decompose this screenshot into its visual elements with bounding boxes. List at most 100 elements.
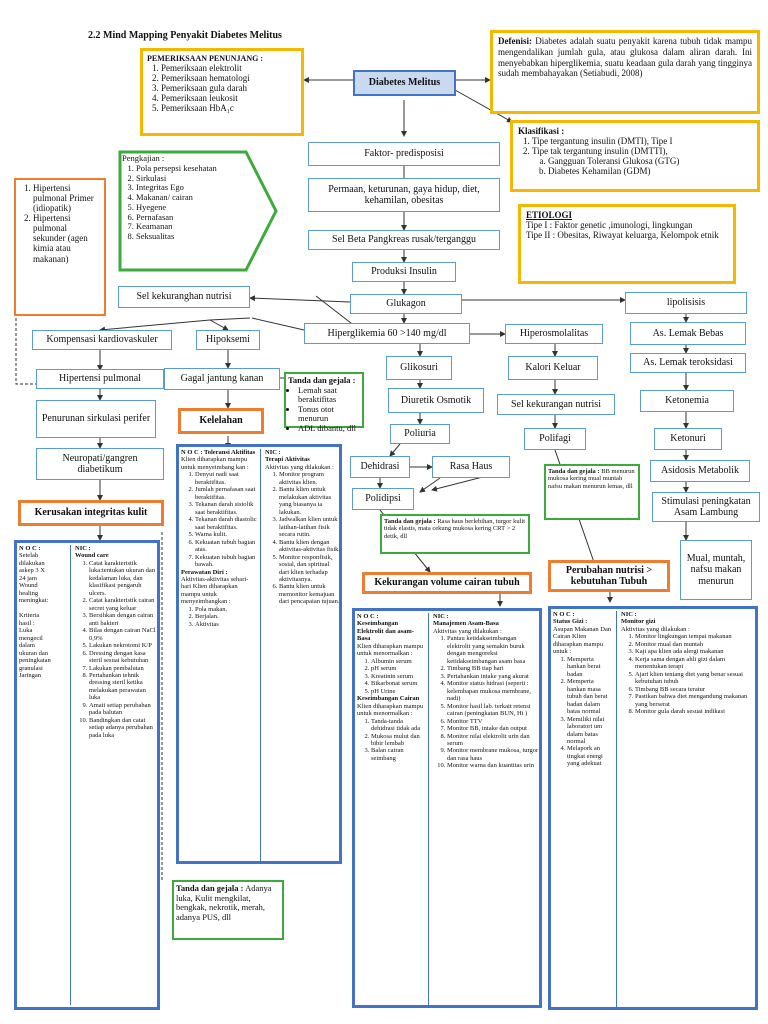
noc-cairan-sublist: Tanda-tanda dehidrasi tidak adaMukosa mu… (357, 718, 426, 763)
list-item: granulasi (19, 664, 43, 672)
list-item: Kekuatan tubuh bagian bawah. (195, 554, 258, 569)
list-item: Jadwalkan klien untuk latihan-latihan fi… (279, 516, 341, 538)
list-item: Timbang BB secara teratur (635, 686, 757, 693)
sel-kekurangan-nutrisi-box: Sel kekurangan nutrisi (497, 394, 615, 415)
nic-nutrisi-title: NIC : (621, 611, 637, 618)
list-item: Pertahankan intake yang akurat (447, 673, 541, 680)
kalori-keluar-box: Kalori Keluar (508, 356, 598, 380)
list-item: Memperta hankan masa tubuh dan berat bad… (567, 678, 614, 715)
list-item: peningkatan (19, 657, 51, 665)
nic-kulit-subtitle: Wound care (75, 552, 109, 560)
list-item: Monitor gula darah sesuai indikasi (635, 708, 757, 715)
list-item: Ajari klien tentang diet yang benar sesu… (635, 671, 757, 686)
polidipsi-box: Polidipsi (352, 488, 414, 510)
nic-kelelahan-list: Monitor program aktivitas klien.Bantu kl… (265, 471, 341, 605)
list-item: Kerja sama dengan ahli gizi dalam menent… (635, 656, 757, 671)
etiologi-title: ETIOLOGI (526, 210, 573, 220)
ketonemia-box: Ketonemia (640, 390, 734, 412)
tanda-kulit-title: Tanda dan gejala : (176, 883, 244, 893)
tanda-nutrisi-text: BB menurun mukosa kering mual muntah naf… (548, 468, 635, 490)
poliuria-box: Poliuria (390, 424, 450, 444)
list-item: Jumlah pernafasan saat beraktifitas. (195, 486, 258, 501)
lipolisis-box: lipolisisis (625, 292, 747, 314)
tanda-cairan-box: Tanda dan gejala : Rasa haus berlebihan,… (380, 514, 530, 554)
list-item: Monitor lingkungan tempat makanan (635, 633, 757, 640)
list-item: askep 3 X (19, 567, 45, 575)
list-item: Pola makan. (195, 606, 258, 613)
list-item: Memiliki nilai laboratori um dalam batas… (567, 716, 614, 746)
center-topic: Diabetes Melitus (353, 70, 456, 96)
list-item: Aktivitas (195, 621, 258, 628)
nic-nutrisi-list: Monitor lingkungan tempat makananMonitor… (621, 633, 757, 715)
nic-nutrisi-intro: Aktivitas yang dilakukan : (621, 625, 690, 633)
list-item: Monitor nilai elektrolit urin dan serum (447, 733, 541, 748)
hipertensi-types-box: Hipertensi pulmonal Primer (idiopatik)Hi… (14, 178, 106, 316)
glikosuri-box: Glikosuri (386, 356, 452, 380)
nic-cairan-intro: Aktivitas yang dilakukan : (433, 627, 502, 635)
list-item: meningkat: (19, 597, 49, 605)
list-item: Bantu klien dengan aktivitas-aktivitas f… (279, 539, 341, 554)
diuretik-osmotik-box: Diuretik Osmotik (388, 388, 484, 413)
noc-nutrisi: N O C : Status Gizi : Asupan Makanan Dan… (553, 611, 617, 1007)
list-item: Bandingkan dan catat setiap adanya perub… (89, 717, 157, 739)
klasifikasi-list: Tipe tergantung insulin (DMTI), Tipe ITi… (518, 136, 752, 156)
list-item: Kekuatan tubuh bagian atas. (195, 539, 258, 554)
noc-cairan-intro: Klien diharapkan mampu untuk menormalkan… (357, 642, 424, 658)
list-item: Makanan/ cairan (136, 192, 250, 203)
list-item: Pemeriksaan gula darah (161, 83, 297, 93)
keturunan-box: Permaan, keturunan, gaya hidup, diet, ke… (308, 178, 500, 212)
sel-kekurangan-nutrisi-top: Sel kekuranghan nutrisi (118, 286, 250, 308)
polifagi-box: Polifagi (524, 428, 586, 450)
noc-cairan-subintro: Klien diharapkan mampu untuk menormalkan… (357, 702, 424, 718)
list-item: Denyut nadi saat beraktifitas. (195, 471, 258, 486)
hipertensi-pulmonal-box: Hipertensi pulmonal (36, 369, 164, 389)
noc-cairan-subtitle2: Keseimbangan Cairan (357, 695, 420, 703)
list-item: Monitor BB, intake dan output (447, 725, 541, 732)
perubahan-nutrisi-diagnosis: Perubahan nutrisi > kebutuhan Tubuh (548, 560, 670, 592)
noc-cairan-subtitle: Keseimbangan Elektrolit dan asam-Basa (357, 620, 414, 643)
tanda-kulit-box: Tanda dan gejala : Adanya luka, Kulit me… (172, 880, 284, 940)
tanda-kelelahan-box: Tanda dan gejala : Lemah saat beraktifit… (284, 372, 364, 432)
kompensasi-box: Kompensasi kardiovaskuler (32, 330, 172, 350)
list-item: Bantu klien untuk memonitor kemajuan dar… (279, 583, 341, 605)
dehidrasi-box: Dehidrasi (350, 456, 410, 478)
list-item: Tonus otot menurun (298, 404, 360, 424)
kekurangan-cairan-diagnosis: Kekurangan volume cairan tubuh (362, 572, 532, 594)
list-item: Hipertensi pulmonal sekunder (agen kimia… (33, 213, 101, 263)
nic-cairan: NIC : Manajemen Asam-Basa Aktivitas yang… (433, 613, 541, 1005)
noc-cairan-title: N O C : (357, 613, 379, 620)
nic-kulit: NIC : Wound care Catat karakteristik luk… (75, 545, 157, 1005)
nic-nutrisi-subtitle: Monitor gizi (621, 618, 656, 626)
list-item: Sirkulasi (136, 173, 250, 184)
noc-kulit-title: N O C : (19, 545, 41, 552)
list-item: Melapork an tingkat energi yang adekuat (567, 745, 614, 767)
list-item: Kriteria (19, 612, 40, 620)
ketonuri-box: Ketonuri (654, 428, 722, 450)
noc-kelelahan-subtitle: Perawatan Diri : (181, 568, 228, 576)
list-item: Kaji apa klien ada alergi makanan (635, 648, 757, 655)
noc-nutrisi-subtitle: Status Gizi : (553, 618, 588, 626)
hipoksemi-box: Hipoksemi (196, 330, 260, 350)
list-item: Bikarbonat serum (371, 680, 426, 687)
asidosis-box: Asidosis Metabolik (650, 460, 750, 482)
noc-cairan-list: Albumin serumpH serumKreatinin serumBika… (357, 658, 426, 695)
hiperglikemia-box: Hiperglikemia 60 >140 mg/dl (304, 323, 470, 344)
noc-kelelahan-intro: Klien diharapkan mampu untuk menyeimbang… (181, 456, 249, 471)
list-item: mengecil (19, 634, 43, 642)
list-item: Monitor membrane mukosa, turgor dan rasa… (447, 747, 541, 762)
list-item: Pastikan bahwa diet mengandung makanan y… (635, 693, 757, 708)
list-item: Tekanan darah sistolik saat beraktifitas… (195, 501, 258, 516)
list-item: Pemeriksaan elektrolit (161, 63, 297, 73)
pengkajian-box: Pengkajian : Pola persepsi kesehatanSirk… (122, 153, 250, 266)
klasifikasi-title: Klasifikasi : (518, 126, 565, 136)
noc-kelelahan-subintro: Aktivitas-aktivitas sehari-hari Klien di… (181, 575, 249, 606)
list-item: Wound (19, 582, 38, 590)
noc-kelelahan: N O C : Toleransi Aktifitas Klien dihara… (181, 449, 261, 861)
list-item: Hyegene (136, 202, 250, 213)
list-item: Hipertensi pulmonal Primer (idiopatik) (33, 183, 101, 213)
list-item: Albumin serum (371, 658, 426, 665)
nic-cairan-title: NIC : (433, 613, 449, 620)
list-item: Setelah (19, 552, 39, 560)
list-item: Memperta hankan berat badan (567, 656, 614, 678)
